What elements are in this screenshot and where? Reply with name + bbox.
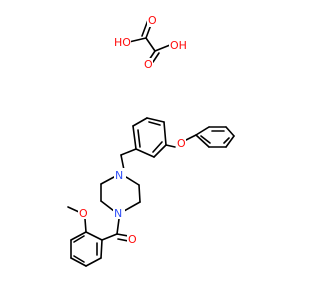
bond-oxalic-cc: [145, 37, 156, 52]
bond-ring: [163, 121, 167, 146]
bond-ring: [100, 239, 103, 259]
structure-svg: HO OH O O O N N O O: [67, 14, 235, 267]
bond-ring: [85, 231, 103, 241]
bond-ring: [70, 257, 87, 267]
bond-oxalic-c1-oh: [128, 37, 147, 43]
benzyl-ring: [132, 117, 167, 158]
bond-ring: [85, 257, 102, 267]
bond-ring: [70, 231, 87, 241]
bond-ring-inner: [73, 255, 85, 263]
bond-ring: [146, 117, 165, 123]
bond-ring: [135, 148, 155, 158]
bond-ring: [225, 126, 235, 137]
atom-label-o: O: [148, 14, 157, 27]
atom-labels: HO OH O O O N N O O: [78, 14, 187, 246]
atom-label-o: O: [144, 58, 153, 71]
atom-label-n: N: [115, 169, 123, 182]
bond-ring-inner: [148, 121, 161, 126]
bond-oxalic-c2-o-double: [152, 52, 160, 63]
bond-ring: [195, 126, 210, 136]
bond-ring: [153, 144, 167, 158]
oxalic-acid: [128, 19, 171, 63]
molecule-diagram: HO OH O O O N N O O: [67, 14, 235, 267]
bond-ring-inner: [137, 129, 141, 148]
bond-ring-inner: [223, 137, 230, 144]
atom-label-ho: HO: [114, 36, 131, 49]
bond-ring: [125, 176, 140, 186]
bond-ring: [100, 200, 115, 212]
bond-carbonyl-o-double: [117, 238, 129, 242]
bond-oxalic-c2-oh: [154, 44, 171, 52]
atom-label-oh: OH: [170, 39, 187, 52]
bond-ring: [138, 184, 141, 203]
atom-label-n: N: [114, 207, 122, 220]
bond-ether-right: [185, 134, 197, 141]
bond-benzyl-ch2: [120, 148, 137, 156]
bond-ring: [195, 134, 210, 148]
methoxyphenyl-ring: [70, 231, 103, 267]
bond-n-carbonyl: [116, 218, 120, 235]
bond-ring: [225, 135, 235, 148]
bond-ring-inner: [152, 141, 163, 153]
atom-label-o: O: [128, 233, 137, 246]
bond-ring: [132, 125, 137, 150]
bond-ether-left: [165, 144, 176, 148]
atom-label-o: O: [79, 207, 88, 220]
atom-label-o: O: [177, 137, 186, 150]
bond-ring: [100, 176, 115, 185]
bond-ring: [123, 201, 141, 212]
phenoxy-ring: [195, 126, 235, 148]
bond-methoxy-o-ch3: [67, 206, 80, 213]
bond-ring-inner: [73, 235, 85, 243]
bond-ring-inner: [200, 135, 211, 144]
bond-ring: [132, 117, 148, 127]
bond-ring-methoxy-o: [84, 218, 87, 233]
bond-carbonyl-ring: [101, 233, 118, 241]
piperazine-ring: [100, 176, 141, 212]
bond-carbonyl-o: [116, 233, 129, 237]
bond-ch2-n: [120, 154, 125, 171]
